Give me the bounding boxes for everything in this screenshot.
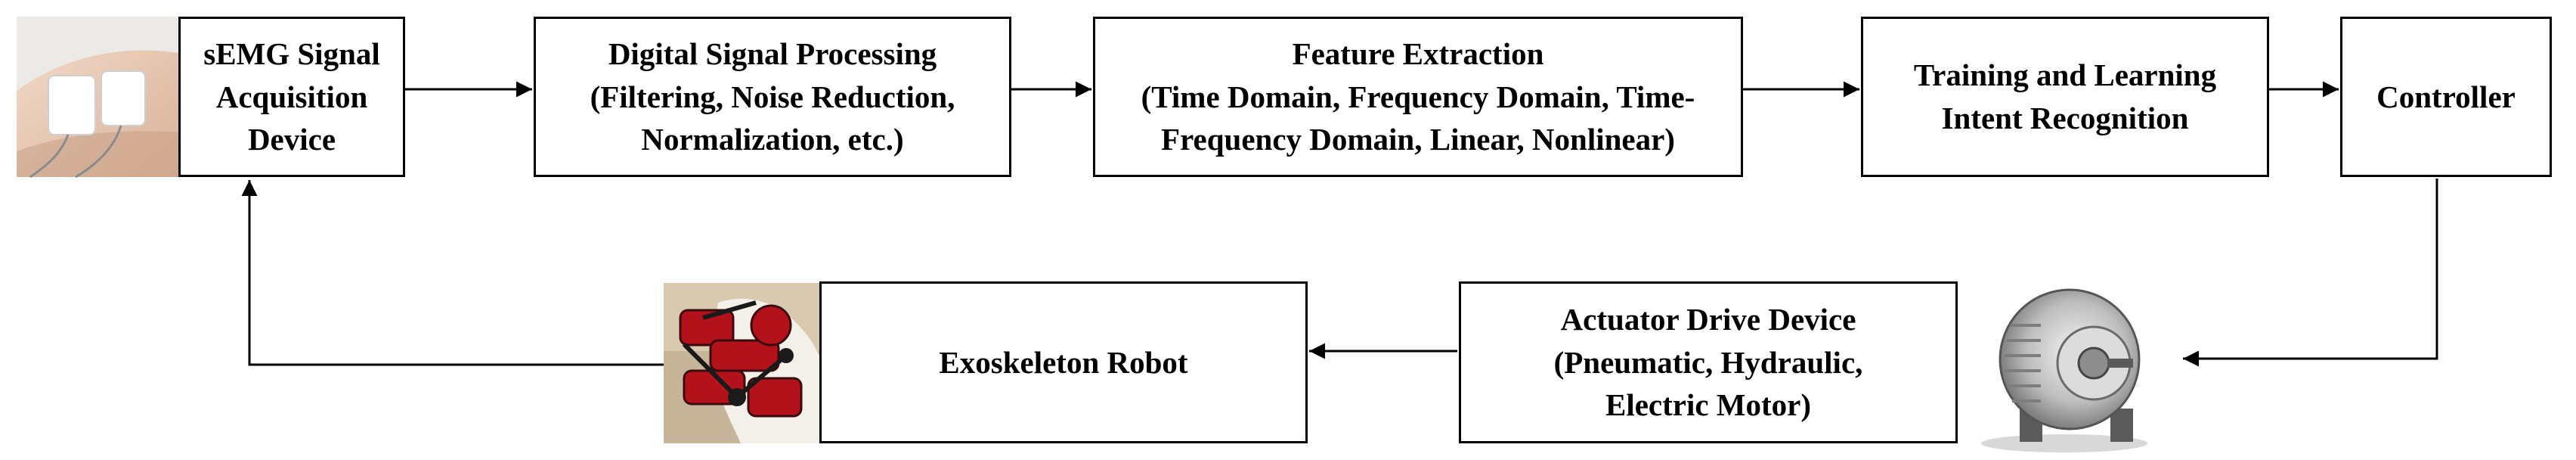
arrow-controller-to-motor	[2183, 179, 2438, 367]
electric-motor-photo	[1981, 288, 2147, 452]
arrow-exo-to-semg	[241, 180, 664, 366]
exoskeleton-robot-box: Exoskeleton Robot	[819, 281, 1308, 443]
feature-line-1: Feature Extraction	[1292, 36, 1544, 72]
actuator-line-3: Electric Motor)	[1605, 387, 1812, 423]
feature-line-3: Frequency Domain, Linear, Nonlinear)	[1161, 122, 1675, 157]
dsp-box: Digital Signal Processing (Filtering, No…	[534, 17, 1011, 177]
controller-line-1: Controller	[2376, 79, 2516, 114]
electrode-on-arm-photo	[17, 17, 178, 179]
controller-box: Controller	[2340, 17, 2552, 177]
semg-line-2: Acquisition	[215, 79, 368, 114]
actuator-drive-box: Actuator Drive Device (Pneumatic, Hydrau…	[1459, 281, 1958, 443]
training-box: Training and Learning Intent Recognition	[1861, 17, 2269, 177]
exo-line-1: Exoskeleton Robot	[939, 344, 1188, 380]
semg-acquisition-box: sEMG Signal Acquisition Device	[178, 17, 405, 177]
actuator-line-2: (Pneumatic, Hydraulic,	[1553, 344, 1863, 380]
feature-extraction-box: Feature Extraction (Time Domain, Frequen…	[1093, 17, 1743, 177]
semg-line-3: Device	[247, 122, 336, 157]
training-line-1: Training and Learning	[1913, 58, 2217, 93]
dsp-line-1: Digital Signal Processing	[608, 36, 937, 72]
actuator-line-1: Actuator Drive Device	[1560, 302, 1856, 337]
dsp-line-2: (Filtering, Noise Reduction,	[590, 79, 955, 114]
dsp-line-3: Normalization, etc.)	[641, 122, 904, 157]
exoskeleton-robot-photo	[664, 283, 819, 443]
connectors	[241, 81, 2438, 367]
semg-line-1: sEMG Signal	[203, 36, 380, 72]
feature-line-2: (Time Domain, Frequency Domain, Time-	[1141, 79, 1695, 114]
training-line-2: Intent Recognition	[1941, 101, 2189, 135]
